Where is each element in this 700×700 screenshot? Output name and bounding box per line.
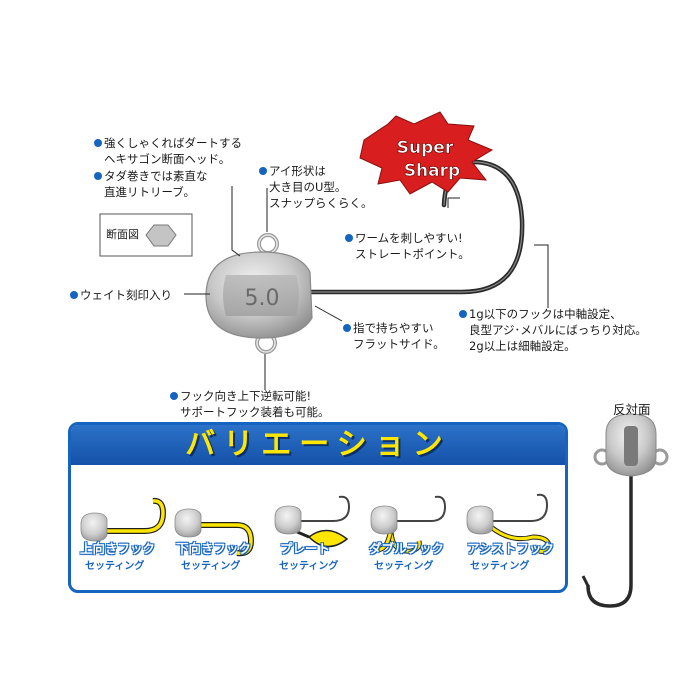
variation-sub-plate: セッティング bbox=[279, 561, 339, 572]
callout-retrieve-line1: タダ巻きでは素直な bbox=[104, 169, 208, 183]
callout-dart: 強くしゃくればダートする ヘキサゴン断面ヘッド。 bbox=[94, 135, 242, 167]
callout-hook-line3: 2g以上は細軸設定。 bbox=[469, 339, 576, 353]
bullet-dot-icon bbox=[94, 172, 102, 180]
leader-lines bbox=[184, 186, 549, 390]
variation-illustrations bbox=[80, 493, 552, 557]
callout-eye-line2: 大き目のU型。 bbox=[269, 180, 347, 194]
variation-assist-hook bbox=[466, 493, 552, 554]
bullet-dot-icon bbox=[343, 324, 351, 332]
variation-label-double-hook: ダブルフック bbox=[369, 541, 445, 556]
variation-sub-up-hook: セッティング bbox=[85, 561, 145, 572]
callout-hook-line2: 良型アジ･メバルにばっちり対応。 bbox=[469, 323, 647, 337]
variation-label-plate: プレート bbox=[280, 541, 331, 556]
callout-dart-line2: ヘキサゴン断面ヘッド。 bbox=[104, 152, 231, 166]
bullet-dot-icon bbox=[345, 234, 353, 242]
bullet-dot-icon bbox=[70, 291, 78, 299]
callout-reverse-line2: サポートフック装着も可能。 bbox=[180, 405, 330, 419]
callout-weight-text: ウェイト刻印入り bbox=[80, 288, 172, 302]
head-weight-mark: 5.0 bbox=[245, 286, 280, 311]
reverse-side-label: 反対面 bbox=[613, 402, 651, 417]
super-sharp-badge: Super Sharp bbox=[359, 111, 494, 195]
cross-section-box bbox=[99, 213, 193, 257]
callout-flat-line1: 指で持ちやすい bbox=[353, 321, 434, 335]
variation-header bbox=[71, 425, 565, 465]
variation-sub-assist-hook: セッティング bbox=[470, 561, 530, 572]
callout-eye-line1: アイ形状は bbox=[269, 164, 326, 178]
section-label: 断面図 bbox=[106, 228, 139, 241]
callout-retrieve: タダ巻きでは素直な 直進リトリーブ。 bbox=[94, 168, 208, 200]
callout-retrieve-line2: 直進リトリーブ。 bbox=[104, 185, 195, 199]
callout-flat-side: 指で持ちやすい フラットサイド。 bbox=[343, 320, 445, 352]
variation-double-hook bbox=[370, 495, 447, 554]
variation-sub-double-hook: セッティング bbox=[374, 561, 434, 572]
callout-flat-line2: フラットサイド。 bbox=[353, 337, 445, 351]
callout-hook-wire: 1g以下のフックは中軸設定、 良型アジ･メバルにばっちり対応。 2g以上は細軸設… bbox=[459, 306, 647, 354]
variation-panel: バリエーション bbox=[68, 422, 568, 593]
variation-title: バリエーション bbox=[185, 427, 451, 462]
variation-label-down-hook: 下向きフック bbox=[176, 541, 252, 556]
bullet-dot-icon bbox=[170, 392, 178, 400]
callout-weight: ウェイト刻印入り bbox=[70, 287, 172, 303]
callout-eye-line3: スナップらくらく。 bbox=[269, 196, 373, 210]
callout-hook-line1: 1g以下のフックは中軸設定、 bbox=[469, 307, 622, 321]
jig-head: 5.0 bbox=[205, 251, 313, 339]
callout-eye: アイ形状は 大き目のU型。 スナップらくらく。 bbox=[259, 163, 373, 211]
callout-dart-line1: 強くしゃくればダートする bbox=[104, 136, 242, 150]
callout-reverse-line1: フック向き上下逆転可能! bbox=[180, 389, 312, 403]
bullet-dot-icon bbox=[94, 139, 102, 147]
reverse-side-jig bbox=[581, 413, 669, 608]
variation-label-assist-hook: アシストフック bbox=[467, 541, 555, 556]
variation-down-hook bbox=[174, 508, 255, 557]
variation-label-up-hook: 上向きフック bbox=[80, 541, 156, 556]
bullet-dot-icon bbox=[259, 167, 267, 175]
hexagon-section-icon bbox=[145, 224, 177, 247]
variation-plate bbox=[274, 495, 351, 548]
callout-reverse: フック向き上下逆転可能! サポートフック装着も可能。 bbox=[170, 388, 330, 420]
variation-up-hook bbox=[80, 497, 167, 542]
callout-point: ワームを刺しやすい! ストレートポイント。 bbox=[345, 230, 470, 262]
bullet-dot-icon bbox=[459, 310, 467, 318]
callout-point-line1: ワームを刺しやすい! bbox=[355, 231, 463, 245]
badge-line1: Super bbox=[397, 138, 454, 158]
badge-line2: Sharp bbox=[404, 161, 460, 181]
variation-sub-down-hook: セッティング bbox=[181, 561, 241, 572]
callout-point-line2: ストレートポイント。 bbox=[355, 247, 470, 261]
